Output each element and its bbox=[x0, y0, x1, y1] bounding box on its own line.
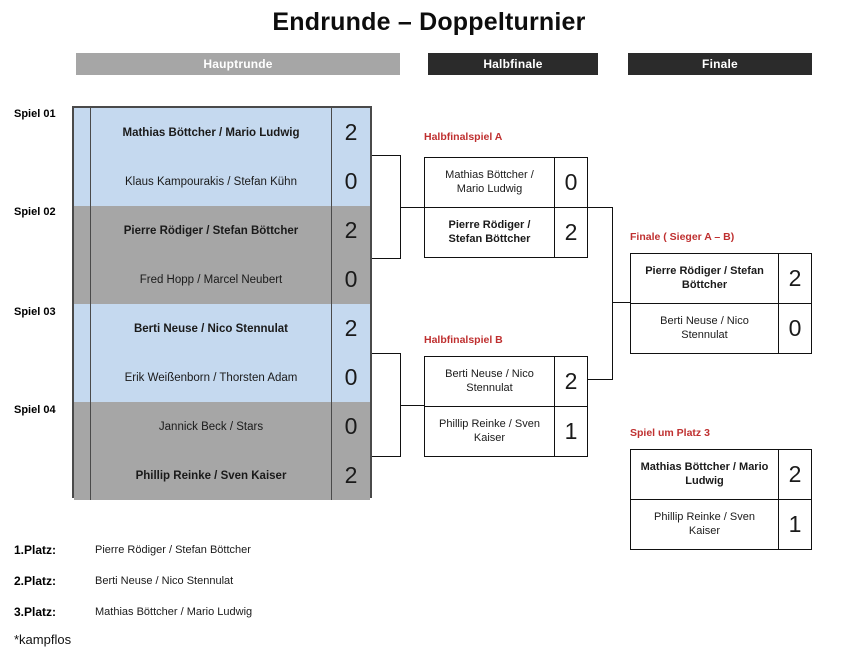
placement-value-1: Pierre Rödiger / Stefan Böttcher bbox=[95, 544, 251, 556]
round-bar-label: Hauptrunde bbox=[203, 57, 273, 71]
table-row[interactable]: Pierre Rödiger / Stefan Böttcher 2 bbox=[425, 208, 587, 257]
table-row[interactable]: Pierre Rödiger / Stefan Böttcher 2 bbox=[631, 254, 811, 304]
row-marker bbox=[74, 353, 91, 402]
table-row[interactable]: Berti Neuse / Nico Stennulat 0 bbox=[631, 304, 811, 353]
team-score: 0 bbox=[344, 364, 358, 390]
semifinal-b-label: Halbfinalspiel B bbox=[424, 334, 503, 346]
table-row[interactable]: Phillip Reinke / Sven Kaiser 1 bbox=[425, 407, 587, 456]
team-score: 0 bbox=[344, 168, 358, 194]
game-label-spiel-03: Spiel 03 bbox=[14, 306, 56, 318]
team-name: Phillip Reinke / Sven Kaiser bbox=[425, 407, 555, 456]
table-row[interactable]: Klaus Kampourakis / Stefan Kühn 0 bbox=[74, 157, 370, 207]
row-marker bbox=[74, 108, 91, 157]
table-row[interactable]: Pierre Rödiger / Stefan Böttcher 2 bbox=[74, 206, 370, 256]
round-bar-halbfinale: Halbfinale bbox=[428, 53, 598, 75]
bracket-connector-stub bbox=[400, 207, 424, 208]
row-marker bbox=[74, 255, 91, 304]
game-label-spiel-04: Spiel 04 bbox=[14, 404, 56, 416]
team-score: 2 bbox=[344, 462, 358, 488]
table-row[interactable]: Mathias Böttcher / Mario Ludwig 2 bbox=[74, 108, 370, 158]
team-name: Pierre Rödiger / Stefan Böttcher bbox=[631, 254, 779, 303]
third-place-box: Mathias Böttcher / Mario Ludwig 2 Philli… bbox=[630, 449, 812, 550]
team-score: 0 bbox=[344, 266, 358, 292]
team-score: 2 bbox=[564, 368, 578, 394]
team-name: Klaus Kampourakis / Stefan Kühn bbox=[91, 157, 332, 206]
team-score: 1 bbox=[564, 418, 578, 444]
page-title: Endrunde – Doppelturnier bbox=[272, 8, 586, 36]
table-row[interactable]: Phillip Reinke / Sven Kaiser 1 bbox=[631, 500, 811, 549]
table-row[interactable]: Erik Weißenborn / Thorsten Adam 0 bbox=[74, 353, 370, 403]
team-name: Mathias Böttcher / Mario Ludwig bbox=[91, 108, 332, 157]
semifinal-a-box: Mathias Böttcher / Mario Ludwig 0 Pierre… bbox=[424, 157, 588, 258]
third-place-label: Spiel um Platz 3 bbox=[630, 427, 710, 439]
round-bar-label: Finale bbox=[702, 57, 738, 71]
team-name: Fred Hopp / Marcel Neubert bbox=[91, 255, 332, 304]
team-score: 2 bbox=[344, 315, 358, 341]
row-marker bbox=[74, 206, 91, 255]
final-box: Pierre Rödiger / Stefan Böttcher 2 Berti… bbox=[630, 253, 812, 354]
bracket-connector-line bbox=[372, 353, 401, 354]
game-label-spiel-02: Spiel 02 bbox=[14, 206, 56, 218]
team-name: Berti Neuse / Nico Stennulat bbox=[91, 304, 332, 353]
bracket-connector-line bbox=[372, 258, 401, 259]
table-row[interactable]: Berti Neuse / Nico Stennulat 2 bbox=[425, 357, 587, 407]
bracket-connector-stub bbox=[612, 302, 630, 303]
team-name: Mathias Böttcher / Mario Ludwig bbox=[425, 158, 555, 207]
team-name: Berti Neuse / Nico Stennulat bbox=[425, 357, 555, 406]
round-bar-hauptrunde: Hauptrunde bbox=[76, 53, 400, 75]
team-score: 2 bbox=[564, 219, 578, 245]
team-score: 2 bbox=[344, 119, 358, 145]
table-row[interactable]: Fred Hopp / Marcel Neubert 0 bbox=[74, 255, 370, 305]
team-name: Phillip Reinke / Sven Kaiser bbox=[631, 500, 779, 549]
bracket-connector-line bbox=[588, 379, 613, 380]
placement-key-2: 2.Platz: bbox=[14, 574, 57, 588]
team-score: 2 bbox=[788, 461, 802, 487]
team-name: Berti Neuse / Nico Stennulat bbox=[631, 304, 779, 353]
team-name: Pierre Rödiger / Stefan Böttcher bbox=[91, 206, 332, 255]
team-score: 1 bbox=[788, 511, 802, 537]
row-marker bbox=[74, 402, 91, 451]
semifinal-a-label: Halbfinalspiel A bbox=[424, 131, 503, 143]
bracket-connector-final bbox=[612, 207, 613, 379]
placement-value-2: Berti Neuse / Nico Stennulat bbox=[95, 575, 234, 587]
team-name: Mathias Böttcher / Mario Ludwig bbox=[631, 450, 779, 499]
team-name: Erik Weißenborn / Thorsten Adam bbox=[91, 353, 332, 402]
team-score: 0 bbox=[564, 169, 578, 195]
team-score: 2 bbox=[344, 217, 358, 243]
final-label: Finale ( Sieger A – B) bbox=[630, 231, 735, 243]
table-row[interactable]: Jannick Beck / Stars 0 bbox=[74, 402, 370, 452]
bracket-connector-line bbox=[372, 456, 401, 457]
placement-key-1: 1.Platz: bbox=[14, 543, 57, 557]
team-score: 0 bbox=[788, 315, 802, 341]
round-bar-label: Halbfinale bbox=[483, 57, 543, 71]
semifinal-b-box: Berti Neuse / Nico Stennulat 2 Phillip R… bbox=[424, 356, 588, 457]
row-marker bbox=[74, 304, 91, 353]
row-marker bbox=[74, 451, 91, 500]
placement-value-3: Mathias Böttcher / Mario Ludwig bbox=[95, 606, 253, 618]
bracket-connector-stub bbox=[400, 405, 424, 406]
footnote: *kampflos bbox=[14, 632, 72, 647]
placement-key-3: 3.Platz: bbox=[14, 605, 57, 619]
table-row[interactable]: Mathias Böttcher / Mario Ludwig 2 bbox=[631, 450, 811, 500]
team-name: Jannick Beck / Stars bbox=[91, 402, 332, 451]
table-row[interactable]: Berti Neuse / Nico Stennulat 2 bbox=[74, 304, 370, 354]
main-round-bracket: Mathias Böttcher / Mario Ludwig 2 Klaus … bbox=[72, 106, 372, 500]
team-score: 2 bbox=[788, 265, 802, 291]
round-bar-finale: Finale bbox=[628, 53, 812, 75]
row-marker bbox=[74, 157, 91, 206]
team-name: Pierre Rödiger / Stefan Böttcher bbox=[425, 208, 555, 257]
game-label-spiel-01: Spiel 01 bbox=[14, 108, 56, 120]
team-name: Phillip Reinke / Sven Kaiser bbox=[91, 451, 332, 500]
table-row[interactable]: Mathias Böttcher / Mario Ludwig 0 bbox=[425, 158, 587, 208]
team-score: 0 bbox=[344, 413, 358, 439]
table-row[interactable]: Phillip Reinke / Sven Kaiser 2 bbox=[74, 451, 370, 500]
bracket-connector-line bbox=[372, 155, 401, 156]
bracket-connector-line bbox=[588, 207, 613, 208]
